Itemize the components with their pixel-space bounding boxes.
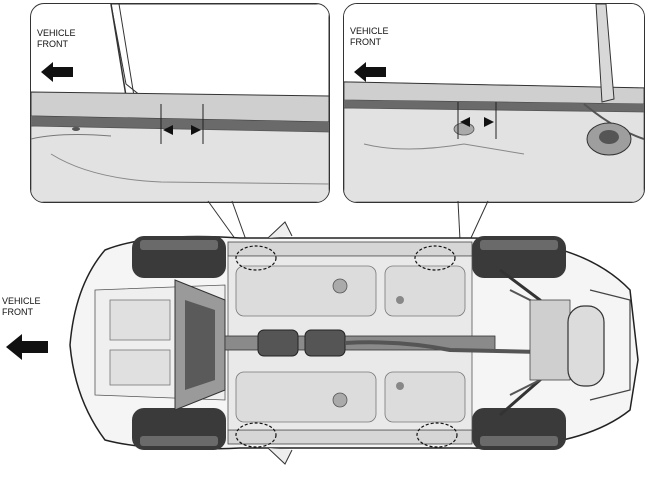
left-arrow-icon [6, 334, 48, 360]
triangle-marker-icon [460, 117, 470, 127]
triangle-marker-icon [163, 125, 173, 135]
jack-point-ellipse [416, 422, 458, 448]
detail-panel-front-left: VEHICLE FRONT [30, 3, 330, 203]
jack-point-ellipse [235, 422, 277, 448]
jack-point-ellipse [414, 245, 456, 271]
triangle-marker-icon [484, 117, 494, 127]
left-arrow-icon [41, 62, 73, 82]
detail-illustration-rear-right [344, 4, 644, 202]
jack-point-ellipse [235, 245, 277, 271]
vehicle-front-label: VEHICLE FRONT [350, 26, 389, 47]
detail-panel-rear-right: VEHICLE FRONT [343, 3, 645, 203]
vehicle-front-label: VEHICLE FRONT [37, 28, 76, 49]
vehicle-front-label: VEHICLE FRONT [2, 296, 41, 317]
detail-illustration-front-left [31, 4, 329, 202]
triangle-marker-icon [191, 125, 201, 135]
left-arrow-icon [354, 62, 386, 82]
